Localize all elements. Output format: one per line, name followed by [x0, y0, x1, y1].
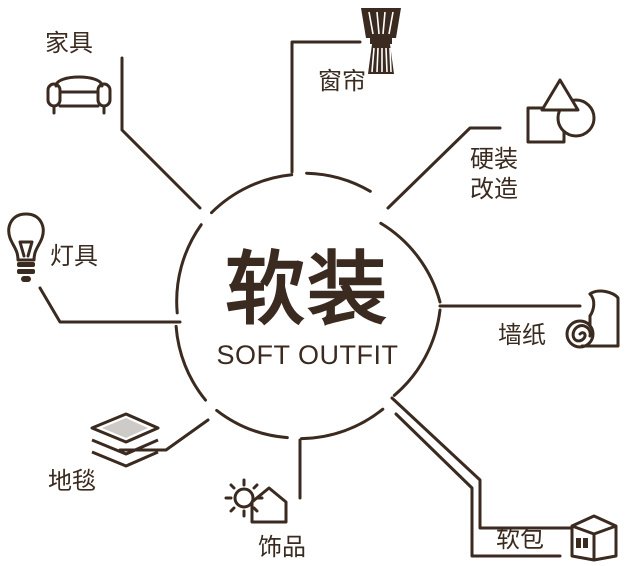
box-icon	[570, 514, 618, 562]
center-ring-arc	[210, 173, 294, 215]
node-label-decor: 饰品	[258, 533, 306, 561]
center-ring-arc	[392, 308, 442, 397]
lightbulb-icon	[7, 212, 45, 282]
node-label-hard-renovation-line1: 硬装	[470, 145, 518, 173]
connector-lamps	[38, 286, 182, 324]
carpet-stack-icon	[90, 412, 160, 468]
center-ring-arc	[305, 171, 372, 193]
connector-soft-package-outer	[390, 396, 574, 530]
connector-curtain	[290, 40, 362, 174]
sofa-icon	[46, 75, 112, 115]
curtain-icon	[361, 8, 401, 74]
shapes-icon	[526, 78, 596, 144]
center-title-en: SOFT OUTFIT	[216, 340, 399, 370]
center-ring-arc	[379, 221, 442, 304]
center-ring-arc	[174, 324, 207, 402]
node-label-hard-renovation-line2: 改造	[470, 175, 518, 203]
center-ring-arc	[175, 223, 203, 315]
node-label-lamps: 灯具	[50, 242, 98, 270]
sun-house-icon	[224, 478, 288, 524]
connector-hard-renovation	[386, 126, 502, 210]
node-label-wallpaper: 墙纸	[498, 321, 546, 349]
center-ring-arc	[300, 407, 385, 441]
center-title-cn: 软装	[225, 243, 389, 336]
connector-furniture	[120, 56, 202, 210]
wallpaper-roll-icon	[565, 289, 620, 349]
node-label-soft-package: 软包	[496, 525, 544, 553]
node-label-curtain: 窗帘	[318, 67, 366, 95]
node-label-furniture: 家具	[45, 29, 93, 57]
center-ring-arc	[215, 408, 289, 440]
connector-soft-package-inner	[394, 412, 562, 558]
node-label-carpet: 地毯	[48, 467, 96, 495]
